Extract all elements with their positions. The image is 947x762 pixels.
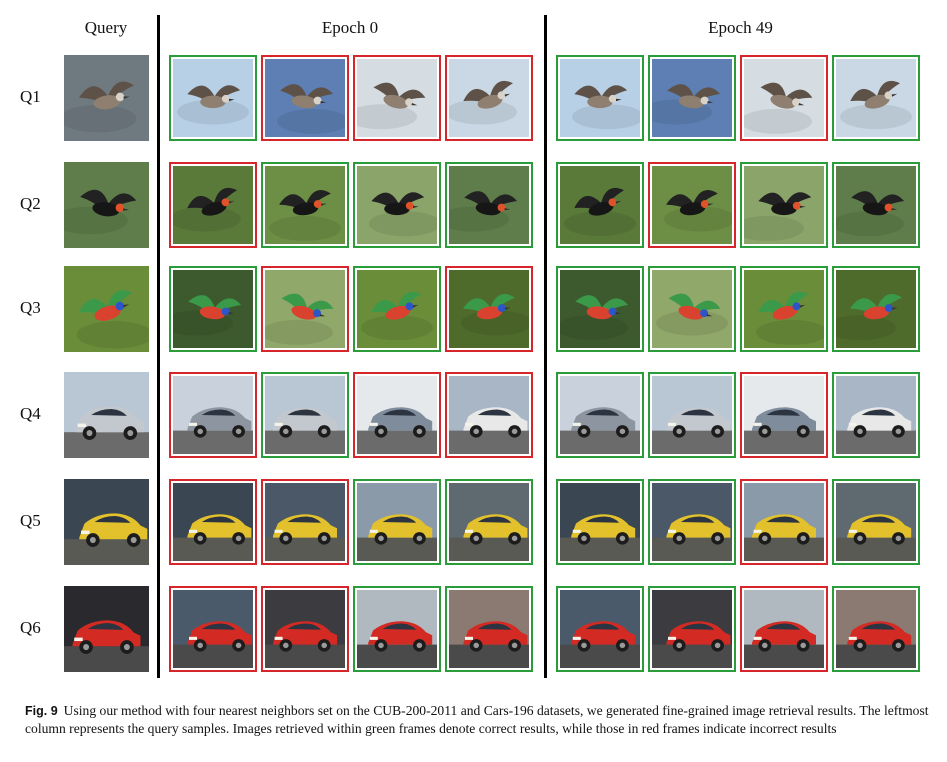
query-label: Q2	[20, 194, 41, 213]
retrieved-image-correct	[261, 372, 349, 458]
retrieved-image-incorrect	[261, 586, 349, 672]
query-image	[64, 162, 149, 248]
caption-text: Using our method with four nearest neigh…	[25, 703, 929, 736]
retrieved-image-correct	[261, 162, 349, 248]
retrieved-image-correct	[353, 586, 441, 672]
header-query: Query	[84, 18, 128, 37]
retrieved-image-correct	[445, 479, 533, 565]
retrieved-image-correct	[832, 586, 920, 672]
retrieved-image-correct	[648, 55, 736, 141]
retrieved-image-incorrect	[445, 266, 533, 352]
retrieved-image-correct	[169, 266, 257, 352]
retrieved-image-correct	[169, 55, 257, 141]
retrieved-image-correct	[832, 55, 920, 141]
query-label: Q1	[20, 87, 41, 106]
retrieved-image-incorrect	[169, 586, 257, 672]
header-epoch-49: Epoch 49	[708, 18, 773, 37]
retrieved-image-correct	[740, 266, 828, 352]
query-image	[64, 586, 149, 672]
retrieved-image-correct	[832, 372, 920, 458]
retrieved-image-correct	[648, 586, 736, 672]
retrieved-image-incorrect	[445, 55, 533, 141]
query-label: Q5	[20, 511, 41, 530]
retrieved-image-correct	[353, 479, 441, 565]
query-label: Q4	[20, 404, 41, 423]
retrieved-image-incorrect	[261, 479, 349, 565]
retrieved-image-correct	[648, 479, 736, 565]
figure-label: Fig. 9	[25, 704, 58, 718]
query-label: Q6	[20, 618, 41, 637]
retrieved-image-correct	[353, 162, 441, 248]
retrieved-image-incorrect	[353, 372, 441, 458]
retrieved-image-incorrect	[353, 55, 441, 141]
query-image	[64, 372, 149, 458]
retrieved-image-incorrect	[740, 586, 828, 672]
retrieved-image-correct	[832, 266, 920, 352]
retrieved-image-incorrect	[740, 479, 828, 565]
retrieved-image-correct	[556, 55, 644, 141]
header-epoch-0: Epoch 0	[321, 18, 379, 37]
retrieved-image-incorrect	[445, 372, 533, 458]
retrieved-image-correct	[353, 266, 441, 352]
retrieved-image-correct	[832, 479, 920, 565]
retrieved-image-incorrect	[169, 162, 257, 248]
query-label: Q3	[20, 298, 41, 317]
column-divider-left	[157, 15, 160, 678]
retrieved-image-correct	[556, 372, 644, 458]
retrieved-image-incorrect	[648, 162, 736, 248]
retrieved-image-correct	[648, 266, 736, 352]
query-image	[64, 479, 149, 565]
column-divider-right	[544, 15, 547, 678]
retrieved-image-correct	[556, 479, 644, 565]
query-image	[64, 266, 149, 352]
retrieved-image-correct	[445, 162, 533, 248]
retrieved-image-correct	[648, 372, 736, 458]
retrieved-image-correct	[445, 586, 533, 672]
retrieved-image-incorrect	[740, 372, 828, 458]
retrieved-image-correct	[740, 162, 828, 248]
retrieved-image-correct	[832, 162, 920, 248]
retrieved-image-incorrect	[740, 55, 828, 141]
retrieved-image-correct	[556, 162, 644, 248]
query-image	[64, 55, 149, 141]
retrieved-image-incorrect	[169, 372, 257, 458]
retrieved-image-incorrect	[261, 55, 349, 141]
retrieved-image-incorrect	[169, 479, 257, 565]
retrieved-image-correct	[556, 266, 644, 352]
retrieved-image-correct	[556, 586, 644, 672]
retrieved-image-incorrect	[261, 266, 349, 352]
